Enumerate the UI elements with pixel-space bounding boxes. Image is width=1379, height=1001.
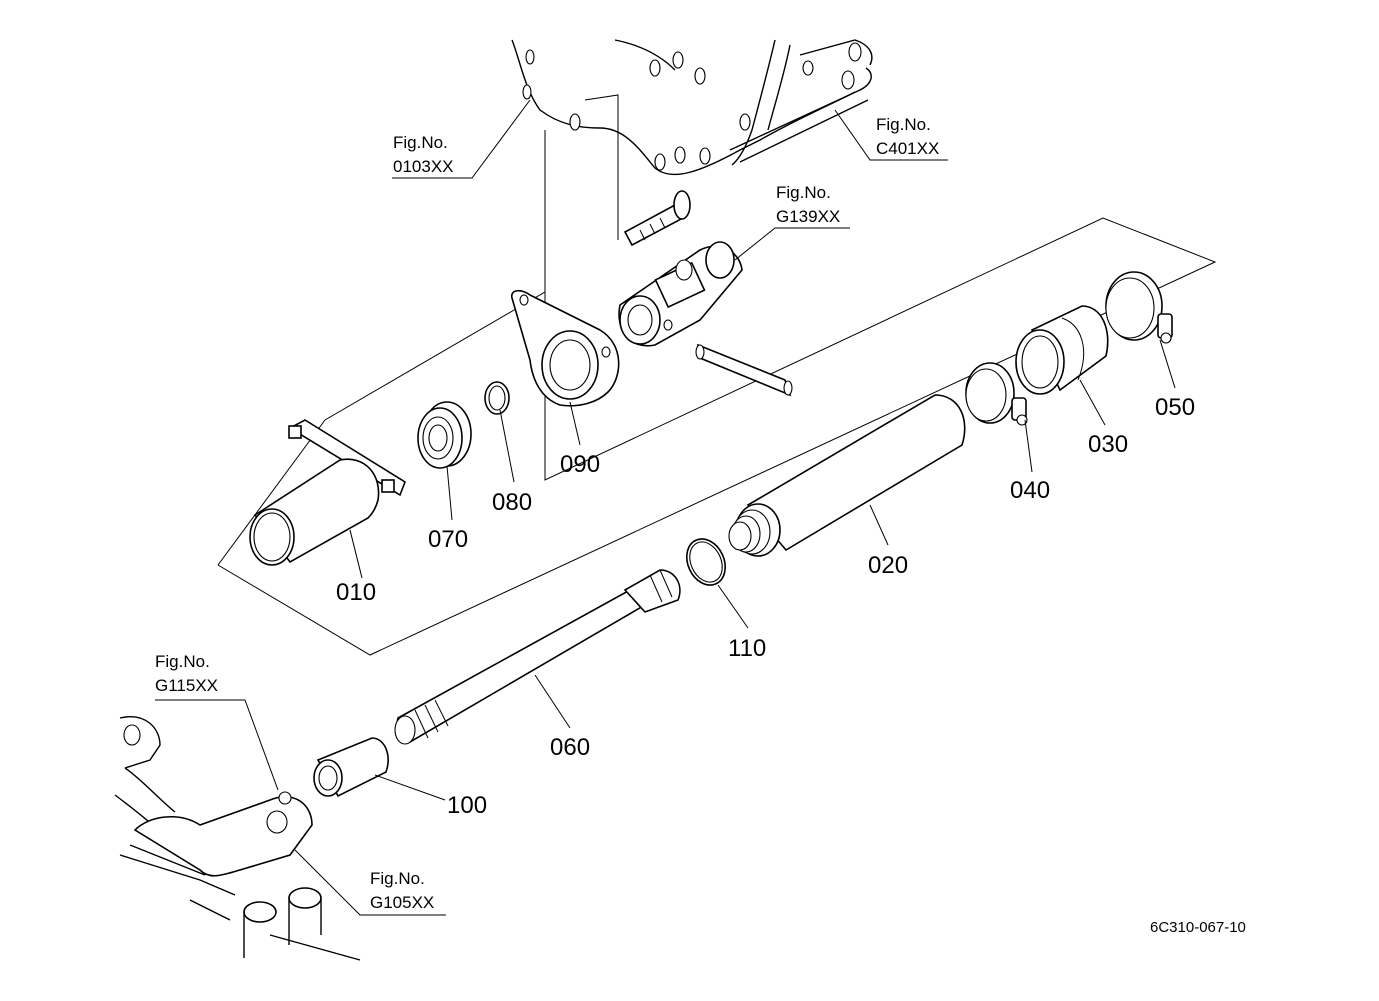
part-label-110: 110 [728,635,766,662]
figure-references: Fig.No. 0103XX Fig.No. C401XX Fig.No. G1… [155,115,939,912]
part-label-050: 050 [1155,394,1195,421]
part-label-030: 030 [1088,431,1128,458]
part-label-020: 020 [868,552,908,579]
part-label-040: 040 [1010,477,1050,504]
ref-g115-line1: Fig.No. [155,652,210,671]
part-label-070: 070 [428,526,468,553]
coupling-100 [313,737,389,798]
part-label-060: 060 [550,734,590,761]
ref-g139-line2: G139XX [776,207,840,226]
bearing-holder-090 [510,289,620,407]
part-label-010: 010 [336,579,376,606]
axle-housing [114,716,361,961]
part-label-100: 100 [447,792,487,819]
tube-010 [249,419,406,566]
part-labels: 010 020 030 040 050 060 070 080 090 100 … [336,394,1195,819]
hose-clamp-050 [1105,271,1173,344]
hose-bolt [623,190,691,247]
ref-0103-line2: 0103XX [393,157,454,176]
cover-tube-020 [728,394,966,557]
universal-joint [618,241,793,397]
gear-case-housing [511,39,873,240]
shaft-060 [394,569,681,745]
ref-g139-line1: Fig.No. [776,183,831,202]
part-label-080: 080 [492,489,532,516]
ref-g105-line2: G105XX [370,893,434,912]
ball-bearing-070 [417,401,472,469]
ref-0103-line1: Fig.No. [393,133,448,152]
ref-c401-line2: C401XX [876,139,939,158]
ref-g115-line2: G115XX [155,676,218,695]
boot-030 [1015,305,1109,395]
snap-ring-080 [484,381,510,415]
hose-clamp-040 [965,362,1028,426]
ref-c401-line1: Fig.No. [876,115,931,134]
assembly-outline [217,130,1217,656]
leader-lines [155,99,1176,916]
o-ring-110 [685,538,727,586]
ref-g105-line1: Fig.No. [370,869,425,888]
part-label-090: 090 [560,451,600,478]
drawing-code: 6C310-067-10 [1150,919,1246,936]
